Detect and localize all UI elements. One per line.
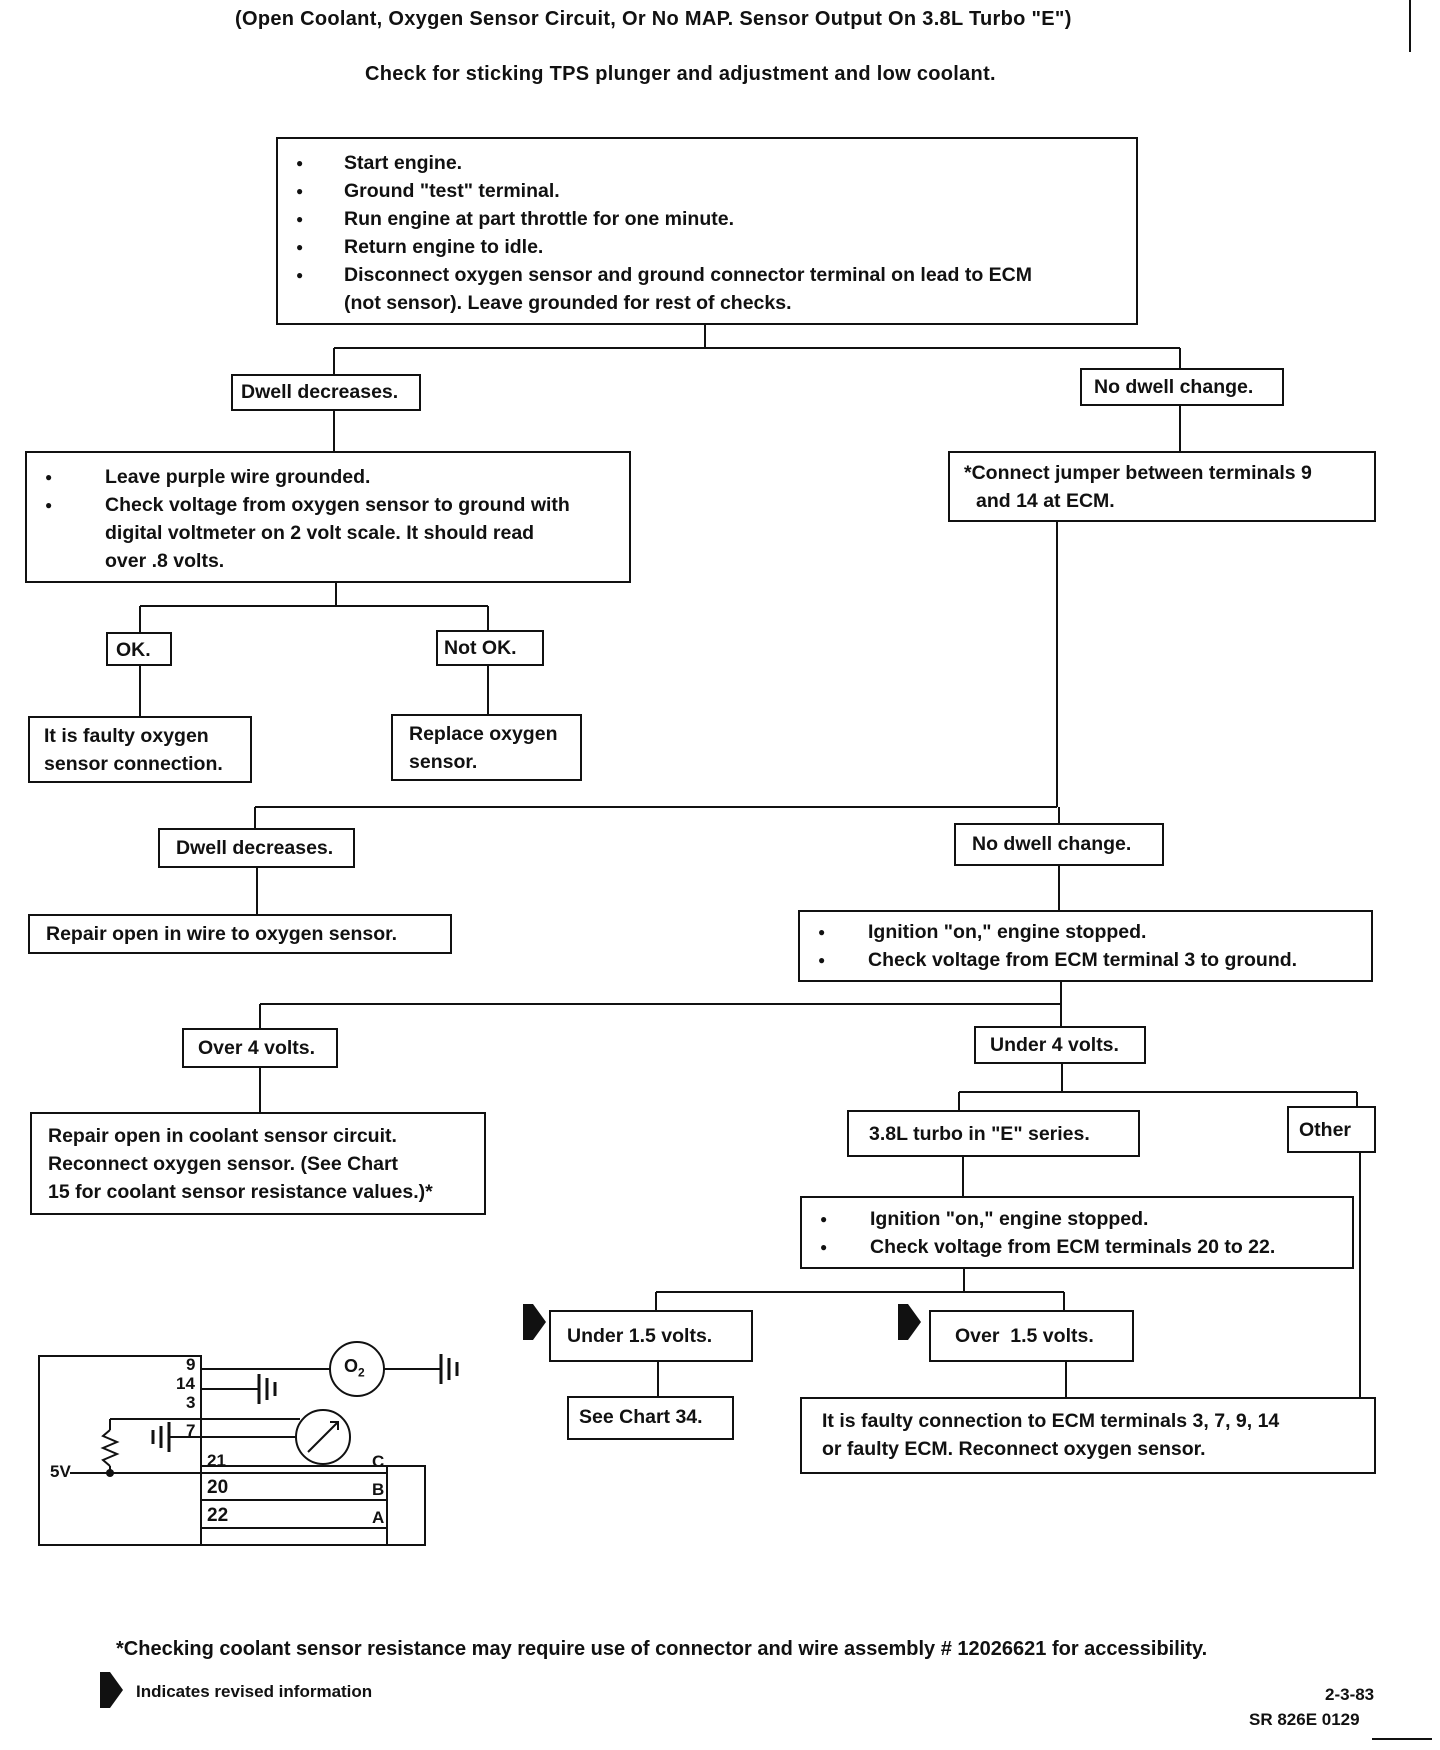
under-4-volts-label: Under 4 volts. xyxy=(974,1026,1146,1064)
terminal-21: 21 xyxy=(207,1451,226,1470)
step-item: Start engine. xyxy=(292,149,1122,177)
oxygen-sensor-subscript: 2 xyxy=(358,1365,365,1380)
check-item: Leave purple wire grounded. xyxy=(41,463,615,491)
check-continuation: over .8 volts. xyxy=(105,550,225,572)
other-label: Other xyxy=(1287,1106,1376,1153)
start-steps-box: Start engine. Ground "test" terminal. Ru… xyxy=(276,137,1138,325)
step-item: Disconnect oxygen sensor and ground conn… xyxy=(292,261,1122,289)
terminal-7: 7 xyxy=(186,1421,196,1440)
under-1-5-volts-label: Under 1.5 volts. xyxy=(549,1310,753,1362)
pin-b: B xyxy=(372,1480,385,1499)
revised-arrows xyxy=(100,1304,921,1708)
oxygen-sensor-symbol: O2 xyxy=(344,1356,365,1380)
replace-o2-sensor-result: Replace oxygen sensor. xyxy=(391,714,582,781)
page-edge-mark xyxy=(1409,0,1411,52)
result-line: or faulty ECM. Reconnect oxygen sensor. xyxy=(822,1438,1206,1460)
supply-voltage-label: 5V xyxy=(50,1462,71,1481)
over-1-5-volts-label: Over 1.5 volts. xyxy=(929,1310,1134,1362)
document-code: SR 826E 0129 xyxy=(1249,1710,1360,1729)
check-item: Check voltage from ECM terminals 20 to 2… xyxy=(816,1233,1338,1261)
result-line: It is faulty connection to ECM terminals… xyxy=(822,1410,1280,1432)
terminal-22: 22 xyxy=(207,1505,229,1526)
precheck-instruction: Check for sticking TPS plunger and adjus… xyxy=(365,63,996,85)
footnote: *Checking coolant sensor resistance may … xyxy=(116,1638,1208,1660)
result-line: sensor. xyxy=(409,751,478,773)
revision-date: 2-3-83 xyxy=(1325,1685,1375,1704)
not-ok-label: Not OK. xyxy=(436,630,544,666)
dwell-decreases-label-2: Dwell decreases. xyxy=(158,828,355,868)
turbo-e-series-label: 3.8L turbo in "E" series. xyxy=(847,1110,1140,1157)
jumper-line-2: and 14 at ECM. xyxy=(976,490,1115,512)
ecm-terminals-20-22-check-box: Ignition "on," engine stopped. Check vol… xyxy=(800,1196,1354,1269)
faulty-o2-connection-result: It is faulty oxygen sensor connection. xyxy=(28,716,252,783)
result-line: It is faulty oxygen xyxy=(44,725,209,747)
no-dwell-change-label-2: No dwell change. xyxy=(954,823,1164,866)
step-item: Ground "test" terminal. xyxy=(292,177,1122,205)
repair-coolant-circuit-result: Repair open in coolant sensor circuit. R… xyxy=(30,1112,486,1215)
purple-wire-check-box: Leave purple wire grounded. Check voltag… xyxy=(25,451,631,583)
check-continuation: digital voltmeter on 2 volt scale. It sh… xyxy=(105,522,535,544)
no-dwell-change-label-1: No dwell change. xyxy=(1080,368,1284,406)
pin-a: A xyxy=(372,1508,385,1527)
check-item: Ignition "on," engine stopped. xyxy=(814,918,1357,946)
terminal-14: 14 xyxy=(176,1374,195,1393)
repair-open-o2-wire-result: Repair open in wire to oxygen sensor. xyxy=(28,914,452,954)
result-line: Replace oxygen xyxy=(409,723,558,745)
pin-c: C xyxy=(372,1452,385,1471)
faulty-ecm-connection-result: It is faulty connection to ECM terminals… xyxy=(800,1397,1376,1474)
jumper-line-1: *Connect jumper between terminals 9 xyxy=(964,462,1312,484)
terminal-9: 9 xyxy=(186,1355,196,1374)
jumper-box: *Connect jumper between terminals 9 and … xyxy=(948,451,1376,522)
oxygen-sensor-label: O xyxy=(344,1356,359,1376)
check-item: Ignition "on," engine stopped. xyxy=(816,1205,1338,1233)
step-item: Return engine to idle. xyxy=(292,233,1122,261)
result-line: sensor connection. xyxy=(44,753,223,775)
result-line: Repair open in coolant sensor circuit. xyxy=(48,1125,397,1147)
over-4-volts-label: Over 4 volts. xyxy=(182,1028,338,1068)
dwell-decreases-label-1: Dwell decreases. xyxy=(231,374,421,411)
check-item: Check voltage from oxygen sensor to grou… xyxy=(41,491,615,519)
result-line: 15 for coolant sensor resistance values.… xyxy=(48,1181,433,1203)
ok-label: OK. xyxy=(106,632,172,666)
step-continuation: (not sensor). Leave grounded for rest of… xyxy=(344,292,792,314)
footer-rule xyxy=(1372,1738,1432,1740)
result-line: Reconnect oxygen sensor. (See Chart xyxy=(48,1153,399,1175)
see-chart-34-result: See Chart 34. xyxy=(567,1396,734,1440)
check-item: Check voltage from ECM terminal 3 to gro… xyxy=(814,946,1357,974)
revised-legend: Indicates revised information xyxy=(136,1682,373,1701)
terminal-20: 20 xyxy=(207,1477,229,1498)
ecm-terminal-3-check-box: Ignition "on," engine stopped. Check vol… xyxy=(798,910,1373,982)
circuit-schematic xyxy=(38,1341,440,1546)
terminal-3: 3 xyxy=(186,1393,196,1412)
step-item: Run engine at part throttle for one minu… xyxy=(292,205,1122,233)
chart-subtitle: (Open Coolant, Oxygen Sensor Circuit, Or… xyxy=(235,8,1072,30)
